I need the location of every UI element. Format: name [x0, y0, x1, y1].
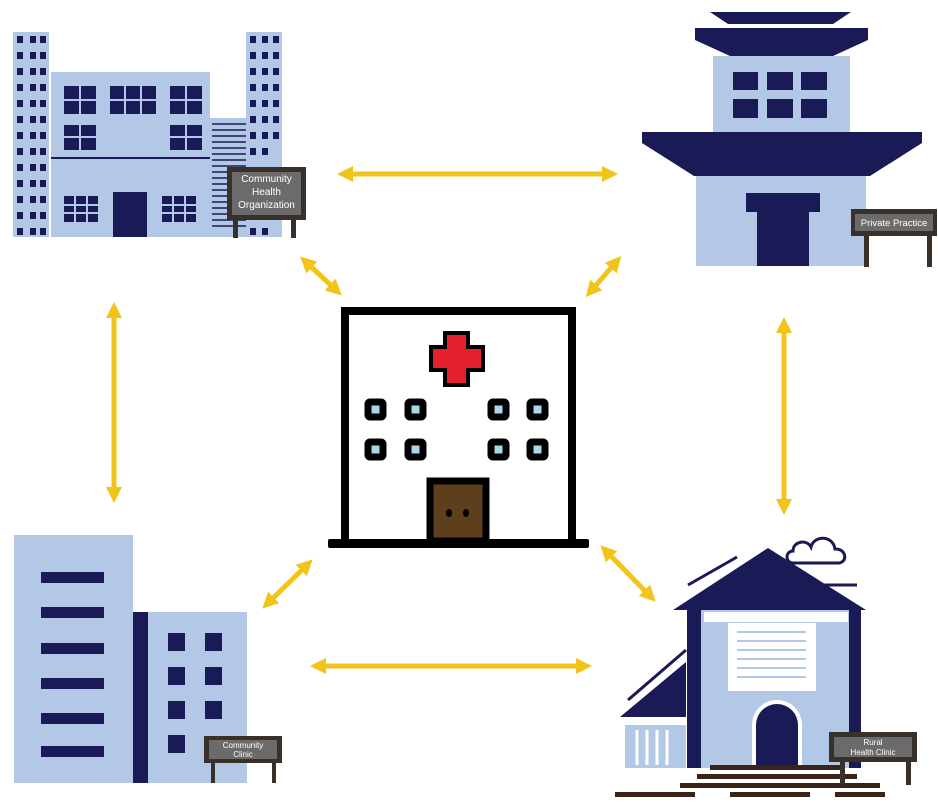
sign-line: Organization — [238, 200, 295, 211]
sign-line: Community — [223, 741, 263, 750]
sign-community-clinic: Community Clinic — [204, 736, 282, 783]
house-clinic-icon: Rural Health Clinic — [615, 536, 917, 797]
sign-rural-health-clinic: Rural Health Clinic — [829, 732, 917, 785]
office-building-icon: Community Health Organization — [13, 32, 306, 238]
hospital-windows — [364, 398, 549, 461]
sign-line: Private Practice — [861, 218, 928, 229]
sign-community-health-organization: Community Health Organization — [227, 167, 306, 238]
sign-line: Health Clinic — [851, 748, 896, 757]
pagoda-building-icon: Private Practice — [642, 12, 937, 267]
arrow-center-bottom-right — [600, 545, 656, 602]
arrow-center-top-right — [585, 255, 622, 298]
sign-line: Rural — [863, 738, 882, 747]
arrow-center-bottom-left — [262, 559, 313, 609]
tower-building-icon: Community Clinic — [14, 535, 282, 783]
sign-line: Clinic — [233, 750, 253, 759]
connection-arrows — [105, 165, 793, 675]
sign-line: Health — [252, 187, 281, 198]
hospital-icon — [328, 307, 589, 548]
arrow-center-top-left — [300, 256, 342, 296]
hospital-door — [426, 477, 490, 545]
sign-line: Community — [241, 174, 292, 185]
sign-private-practice: Private Practice — [851, 209, 937, 267]
red-cross-icon — [429, 331, 485, 387]
cloud-icon — [785, 536, 847, 565]
